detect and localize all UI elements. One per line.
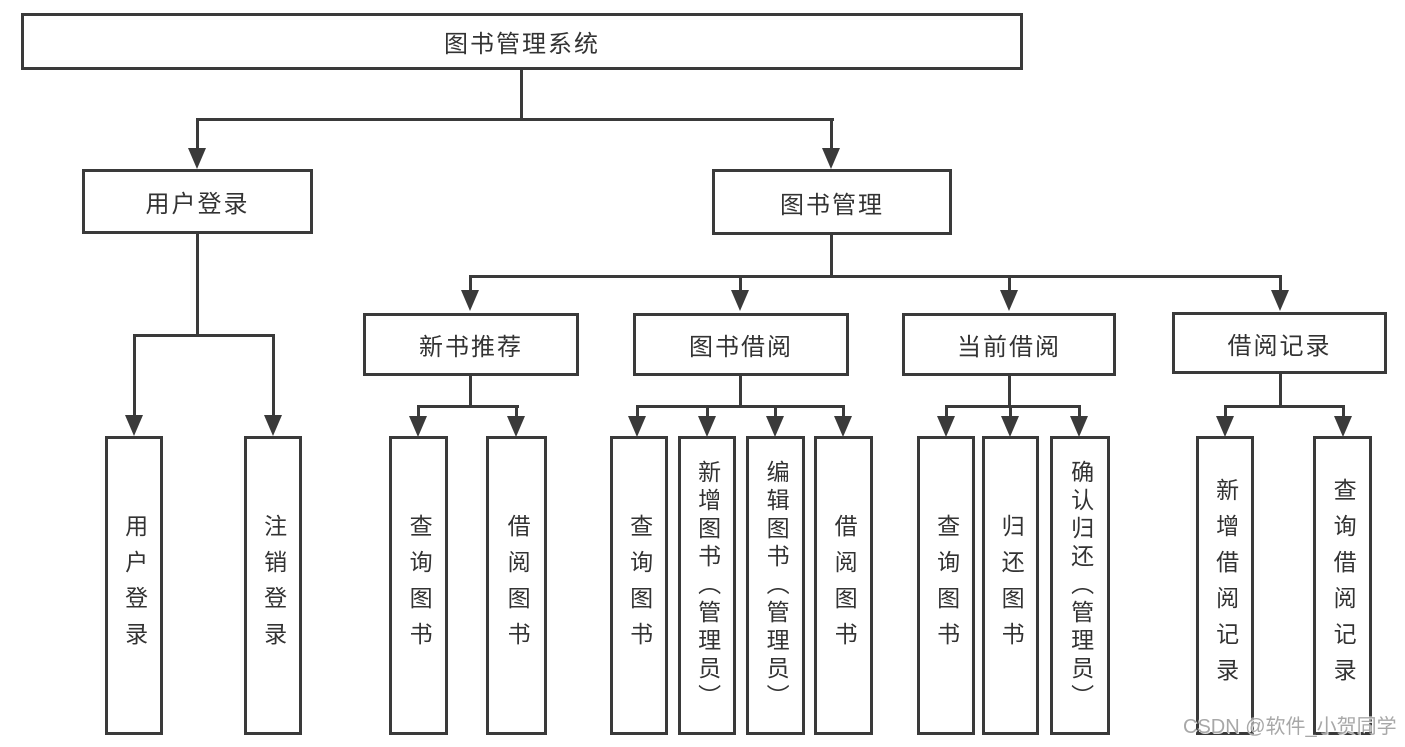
leaf-user-login: 用户登录 — [105, 436, 163, 735]
node-label: 用户登录 — [145, 191, 250, 218]
connector-line — [1279, 275, 1282, 292]
node-label: 借阅图书 — [831, 513, 858, 658]
connector-line — [133, 334, 275, 337]
arrow-down-icon — [125, 415, 143, 436]
csdn-watermark: CSDN @软件_小贺同学 — [1183, 716, 1397, 738]
node-library-system: 图书管理系统 — [21, 13, 1023, 70]
connector-line — [1342, 405, 1345, 417]
arrow-down-icon — [731, 290, 749, 311]
arrow-down-icon — [937, 416, 955, 437]
node-user-login: 用户登录 — [82, 169, 313, 234]
node-label: 用户登录 — [121, 513, 148, 658]
node-label: 确认归还（管理员） — [1067, 459, 1094, 712]
arrow-down-icon — [766, 416, 784, 437]
connector-line — [739, 275, 742, 292]
connector-line — [272, 334, 275, 417]
leaf-borrow-books-recommend: 借阅图书 — [486, 436, 547, 735]
connector-line — [520, 70, 523, 120]
leaf-add-borrow-record: 新增借阅记录 — [1196, 436, 1254, 735]
connector-line — [1008, 376, 1011, 407]
connector-line — [945, 405, 948, 417]
node-label: 新增图书（管理员） — [694, 459, 721, 712]
connector-line — [1279, 374, 1282, 407]
node-book-borrowing: 图书借阅 — [633, 313, 849, 376]
connector-line — [196, 118, 199, 150]
connector-line — [830, 235, 833, 277]
node-label: 借阅图书 — [504, 513, 531, 658]
connector-line — [1009, 405, 1012, 417]
connector-line — [1078, 405, 1081, 417]
connector-line — [636, 405, 845, 408]
leaf-query-borrow-record: 查询借阅记录 — [1313, 436, 1372, 735]
node-new-book-recommend: 新书推荐 — [363, 313, 579, 376]
node-label: 编辑图书（管理员） — [763, 459, 790, 712]
node-label: 借阅记录 — [1227, 332, 1332, 360]
connector-line — [636, 405, 639, 417]
node-label: 新书推荐 — [419, 334, 523, 361]
leaf-logout: 注销登录 — [244, 436, 302, 735]
connector-line — [133, 334, 136, 417]
arrow-down-icon — [188, 148, 206, 169]
connector-line — [842, 405, 845, 417]
connector-line — [739, 376, 742, 407]
connector-line — [469, 275, 472, 292]
connector-line — [774, 405, 777, 417]
arrow-down-icon — [409, 416, 427, 437]
arrow-down-icon — [1334, 416, 1352, 437]
node-label: 查询图书 — [406, 513, 433, 658]
leaf-query-books-current: 查询图书 — [917, 436, 975, 735]
node-label: 图书借阅 — [689, 334, 793, 361]
arrow-down-icon — [698, 416, 716, 437]
arrow-down-icon — [1001, 416, 1019, 437]
node-label: 查询借阅记录 — [1330, 477, 1357, 694]
arrow-down-icon — [1216, 416, 1234, 437]
connector-line — [1224, 405, 1345, 408]
node-label: 图书管理 — [780, 191, 884, 219]
connector-line — [1224, 405, 1227, 417]
arrow-down-icon — [507, 416, 525, 437]
node-current-borrowing: 当前借阅 — [902, 313, 1116, 376]
leaf-confirm-return-admin: 确认归还（管理员） — [1050, 436, 1110, 735]
connector-line — [469, 275, 1282, 278]
connector-line — [417, 405, 519, 408]
arrow-down-icon — [1271, 290, 1289, 311]
connector-line — [945, 405, 1081, 408]
node-label: 新增借阅记录 — [1212, 477, 1239, 694]
node-label: 注销登录 — [260, 513, 287, 658]
node-label: 图书管理系统 — [444, 31, 600, 58]
arrow-down-icon — [822, 148, 840, 169]
connector-line — [830, 118, 833, 150]
arrow-down-icon — [461, 290, 479, 311]
leaf-add-book-admin: 新增图书（管理员） — [678, 436, 736, 735]
arrow-down-icon — [1070, 416, 1088, 437]
arrow-down-icon — [1000, 290, 1018, 311]
leaf-return-books: 归还图书 — [982, 436, 1039, 735]
connector-line — [469, 376, 472, 407]
node-label: 当前借阅 — [957, 334, 1061, 361]
node-label: 查询图书 — [933, 513, 960, 658]
leaf-query-books-borrowing: 查询图书 — [610, 436, 668, 735]
arrow-down-icon — [834, 416, 852, 437]
arrow-down-icon — [628, 416, 646, 437]
node-borrow-records: 借阅记录 — [1172, 312, 1387, 374]
leaf-edit-book-admin: 编辑图书（管理员） — [746, 436, 805, 735]
node-label: 查询图书 — [626, 513, 653, 658]
leaf-borrow-books-borrowing: 借阅图书 — [814, 436, 873, 735]
arrow-down-icon — [264, 415, 282, 436]
leaf-query-books-recommend: 查询图书 — [389, 436, 448, 735]
connector-line — [196, 233, 199, 336]
connector-line — [196, 118, 834, 121]
connector-line — [417, 405, 420, 417]
connector-line — [706, 405, 709, 417]
connector-line — [1008, 275, 1011, 292]
node-book-management: 图书管理 — [712, 169, 952, 235]
connector-line — [515, 405, 518, 417]
node-label: 归还图书 — [998, 513, 1025, 658]
